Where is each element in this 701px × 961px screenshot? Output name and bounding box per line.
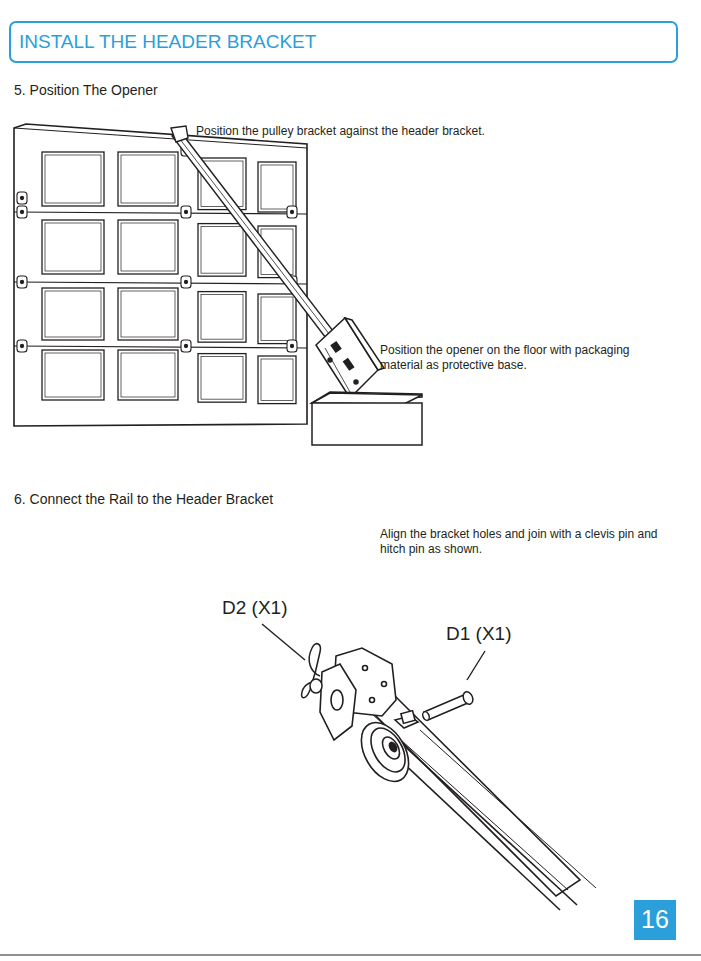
footer-rule: [0, 955, 701, 956]
door-hinges: [17, 144, 297, 352]
pulley-wheel: [352, 714, 419, 789]
opener-motor-unit: [316, 318, 384, 398]
step-heading: 5. Position The Opener: [14, 82, 158, 100]
leader-line: [262, 624, 305, 660]
opener-rail: [171, 126, 340, 346]
part-callout: D1 (X1): [446, 622, 511, 646]
hitch-pin: [302, 644, 322, 698]
instruction-note: Position the opener on the floor with pa…: [380, 343, 670, 373]
step-heading: 6. Connect the Rail to the Header Bracke…: [14, 491, 273, 509]
rail-end: [360, 696, 596, 910]
clevis-pin: [422, 690, 475, 721]
door-windows: [14, 152, 307, 404]
page-number-box: [634, 900, 676, 940]
part-callout: D2 (X1): [222, 596, 287, 620]
instruction-note: Position the pulley bracket against the …: [196, 124, 485, 139]
leader-line: [467, 651, 485, 680]
instruction-note: Align the bracket holes and join with a …: [380, 527, 665, 557]
garage-door: [14, 124, 307, 426]
title-frame: [10, 22, 677, 62]
header-bracket: [320, 648, 418, 740]
page-number: 16: [634, 904, 676, 935]
section-title: INSTALL THE HEADER BRACKET: [19, 30, 316, 54]
packaging-box: [312, 392, 422, 445]
